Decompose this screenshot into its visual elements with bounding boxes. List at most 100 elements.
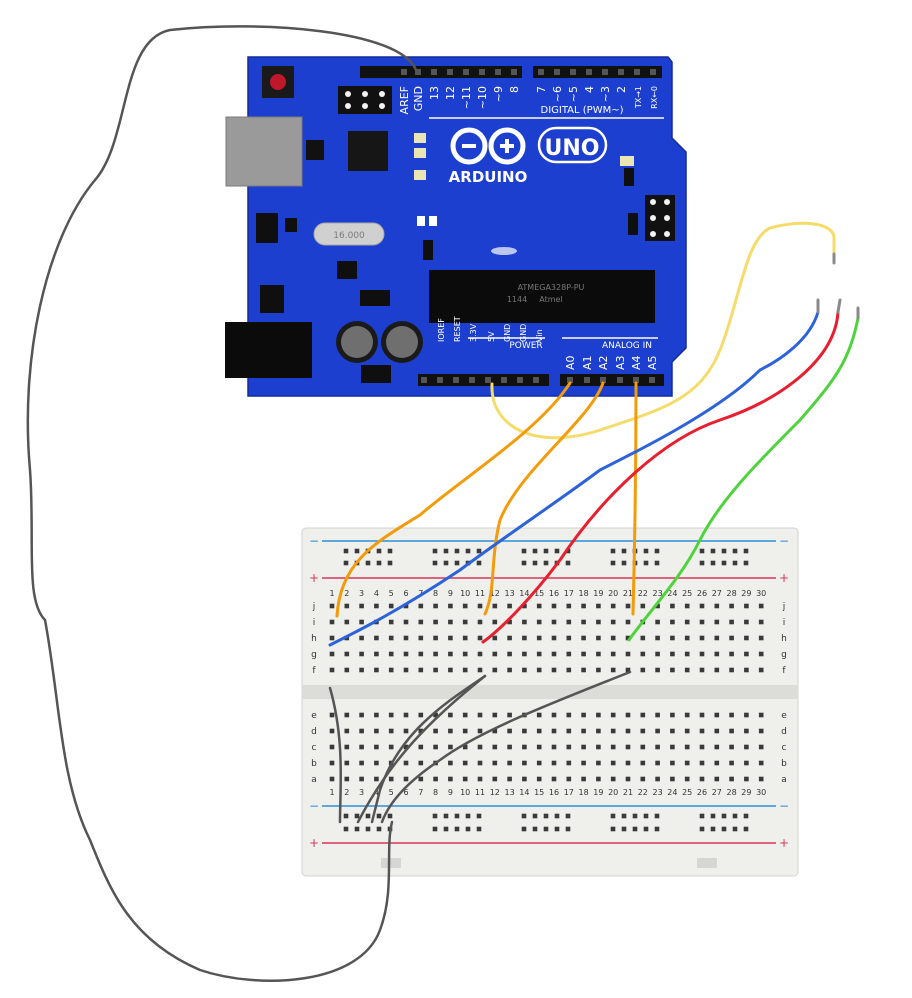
breadboard-hole bbox=[359, 744, 364, 750]
breadboard: − + − + − + − + 112233445566778899101011… bbox=[301, 527, 799, 877]
rail-hole bbox=[365, 560, 371, 566]
breadboard-hole bbox=[684, 776, 690, 782]
breadboard-hole bbox=[462, 776, 468, 782]
breadboard-hole bbox=[492, 635, 498, 641]
rail-hole bbox=[387, 560, 393, 566]
column-number-top: 13 bbox=[505, 589, 515, 598]
column-number-bottom: 8 bbox=[433, 788, 438, 797]
rail-hole bbox=[554, 826, 560, 832]
rail-hole bbox=[354, 826, 360, 832]
rail-hole bbox=[543, 548, 549, 554]
breadboard-hole bbox=[640, 728, 646, 734]
rail-hole bbox=[732, 560, 738, 566]
rail-sign-top-left-plus: + bbox=[309, 571, 319, 585]
column-number-top: 17 bbox=[564, 589, 574, 598]
breadboard-hole bbox=[507, 712, 512, 718]
smd-component bbox=[429, 216, 437, 226]
breadboard-hole bbox=[359, 760, 364, 766]
rail-hole bbox=[521, 826, 527, 832]
breadboard-hole bbox=[714, 667, 720, 673]
breadboard-hole bbox=[344, 760, 350, 766]
digital-pin-label: RX←0 bbox=[650, 86, 659, 109]
breadboard-hole bbox=[699, 619, 705, 625]
breadboard-hole bbox=[655, 744, 660, 750]
row-letter-right: a bbox=[781, 775, 787, 785]
power-pin-label: 5V bbox=[487, 331, 496, 342]
row-letter-left: f bbox=[312, 666, 316, 676]
breadboard-hole bbox=[388, 651, 394, 657]
header-hole bbox=[567, 377, 573, 383]
column-number-top: 11 bbox=[475, 589, 485, 598]
breadboard-hole bbox=[610, 603, 616, 609]
breadboard-hole bbox=[403, 651, 409, 657]
rail-hole bbox=[643, 826, 649, 832]
header-hole bbox=[617, 377, 623, 383]
breadboard-hole bbox=[714, 760, 720, 766]
column-number-top: 30 bbox=[756, 589, 766, 598]
breadboard-hole bbox=[403, 744, 409, 750]
rail-hole bbox=[554, 813, 560, 819]
breadboard-hole bbox=[729, 744, 734, 750]
breadboard-hole bbox=[610, 744, 616, 750]
breadboard-hole bbox=[374, 667, 379, 673]
breadboard-hole bbox=[522, 776, 527, 782]
breadboard-hole bbox=[477, 728, 483, 734]
breadboard-hole bbox=[744, 667, 749, 673]
rail-hole bbox=[343, 560, 349, 566]
breadboard-hole bbox=[729, 776, 734, 782]
breadboard-hole bbox=[758, 776, 764, 782]
rail-hole bbox=[532, 560, 538, 566]
breadboard-hole bbox=[744, 635, 749, 641]
header-hole bbox=[469, 377, 475, 383]
smd-component bbox=[423, 240, 433, 260]
breadboard-hole bbox=[374, 635, 379, 641]
smd-component bbox=[624, 168, 634, 186]
breadboard-hole bbox=[492, 712, 498, 718]
column-number-top: 9 bbox=[448, 589, 453, 598]
rail-hole bbox=[643, 548, 649, 554]
analog-pin-label: A1 bbox=[581, 355, 594, 370]
rail-hole bbox=[432, 560, 438, 566]
breadboard-hole bbox=[699, 651, 705, 657]
rail-hole bbox=[465, 813, 471, 819]
rail-hole bbox=[343, 813, 349, 819]
rail-hole bbox=[443, 560, 449, 566]
breadboard-hole bbox=[670, 760, 675, 766]
column-number-top: 12 bbox=[490, 589, 500, 598]
breadboard-hole bbox=[744, 712, 749, 718]
column-number-bottom: 12 bbox=[490, 788, 500, 797]
rail-hole bbox=[532, 826, 538, 832]
rail-sign-bottom-left-minus: − bbox=[309, 799, 319, 813]
breadboard-hole bbox=[714, 651, 720, 657]
rail-hole bbox=[643, 813, 649, 819]
power-pin-label: RESET bbox=[453, 316, 462, 342]
column-number-bottom: 1 bbox=[329, 788, 334, 797]
rail-hole bbox=[532, 813, 538, 819]
breadboard-hole bbox=[566, 667, 572, 673]
breadboard-hole bbox=[581, 619, 586, 625]
column-number-bottom: 16 bbox=[549, 788, 559, 797]
smd-component bbox=[414, 133, 426, 143]
column-number-bottom: 26 bbox=[697, 788, 707, 797]
breadboard-hole bbox=[551, 760, 557, 766]
breadboard-hole bbox=[581, 712, 586, 718]
power-caption: POWER bbox=[509, 341, 542, 351]
breadboard-hole bbox=[699, 776, 705, 782]
breadboard-hole bbox=[374, 760, 379, 766]
header-hole bbox=[633, 377, 639, 383]
breadboard-hole bbox=[699, 667, 705, 673]
digital-pin-label: AREF bbox=[398, 86, 411, 114]
breadboard-hole bbox=[359, 712, 364, 718]
microcontroller-chip bbox=[429, 270, 655, 323]
breadboard-hole bbox=[744, 619, 749, 625]
breadboard-hole bbox=[655, 728, 660, 734]
rail-sign-bottom-left-plus: + bbox=[309, 836, 319, 850]
breadboard-hole bbox=[655, 776, 660, 782]
rail-hole bbox=[376, 826, 382, 832]
column-number-bottom: 22 bbox=[638, 788, 648, 797]
breadboard-hole bbox=[684, 667, 690, 673]
digital-pin-label: ~3 bbox=[599, 86, 612, 102]
breadboard-hole bbox=[640, 603, 646, 609]
rail-hole bbox=[632, 826, 638, 832]
